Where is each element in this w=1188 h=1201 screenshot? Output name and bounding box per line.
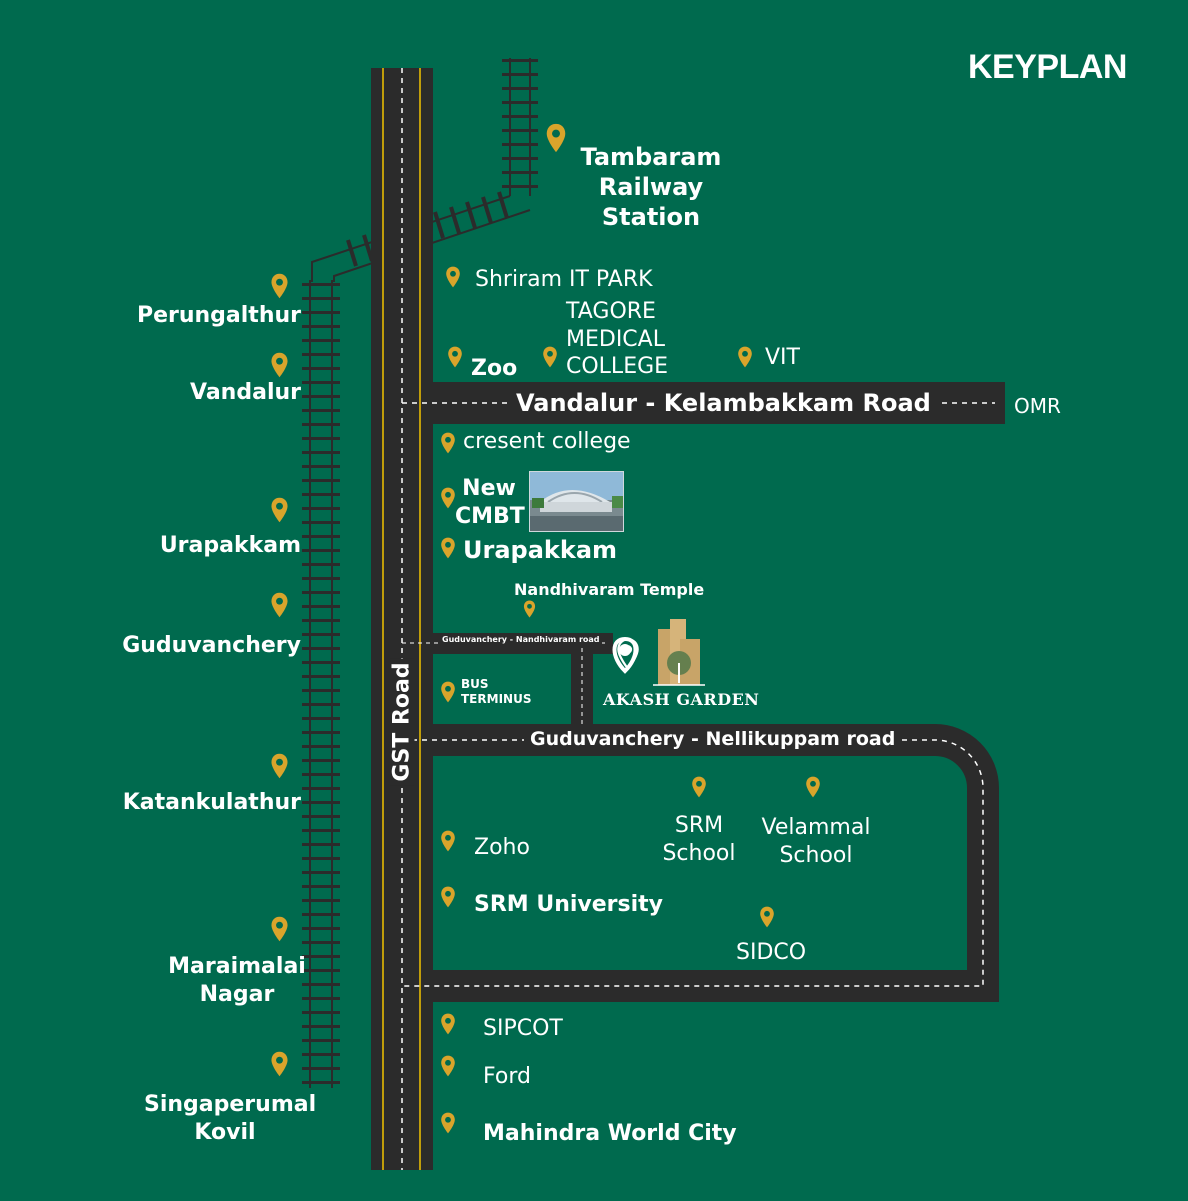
omr-label: OMR [1014,394,1061,418]
station-pin-perungalthur-icon [270,273,288,299]
location-pin-icon [617,638,639,670]
vandalur-kelambakkam-road-label: Vandalur - Kelambakkam Road [510,391,937,415]
landmark-label-urapakkam: Urapakkam [463,536,618,564]
landmark-pin-ford-icon [441,1055,455,1077]
station-pin-vandalur-icon [270,352,288,378]
station-label-guduvanchery: Guduvanchery [122,633,301,658]
landmark-pin-mahindra-icon [441,1112,455,1134]
landmark-label-crescent: cresent college [463,429,631,454]
landmark-pin-nandhivaram-temple-icon [523,600,535,618]
landmark-label-zoo: Zoo [471,356,518,381]
landmark-label-new-cmbt: New CMBT [455,476,525,529]
station-pin-maraimalai-nagar-icon [270,916,288,942]
gst-road [371,68,433,1170]
station-label-urapakkam: Urapakkam [159,533,301,558]
landmark-label-tagore: TAGORE MEDICAL COLLEGE [566,299,669,379]
guduvanchery-nellikuppam-road [402,724,999,1002]
new-cmbt-photo [529,471,624,532]
landmark-label-nandhivaram-temple: Nandhivaram Temple [514,580,705,599]
station-pin-guduvanchery-icon [270,592,288,618]
station-label-singaperumal-kovil: Singaperumal Kovil [144,1092,317,1145]
landmark-pin-bus-terminus-icon [441,681,455,703]
landmark-label-bus-terminus: BUS TERMINUS [461,677,532,706]
landmark-label-ford: Ford [483,1064,531,1089]
landmark-pin-tagore-icon [543,346,557,368]
landmark-label-sidco: SIDCO [736,940,807,965]
landmark-pin-tambaram-icon [546,123,566,153]
tambaram-railway [311,58,538,282]
landmark-pin-zoho-icon [441,830,455,852]
landmark-pin-vit-icon [738,346,752,368]
station-label-maraimalai-nagar: Maraimalai Nagar [168,954,306,1007]
landmark-pin-velammal-icon [806,776,820,798]
landmark-label-zoho: Zoho [474,835,530,860]
landmark-label-vit: VIT [765,345,800,370]
landmark-pin-srm-university-icon [441,886,455,908]
landmark-label-velammal: Velammal School [761,815,871,868]
landmark-pin-sidco-icon [760,906,774,928]
landmark-pin-crescent-icon [441,432,455,454]
gst-road-label: GST Road [389,658,415,786]
landmark-pin-new-cmbt-icon [441,487,455,509]
landmark-pin-zoo-icon [448,346,462,368]
guduvanchery-nellikuppam-road-label: Guduvanchery - Nellikuppam road [524,730,902,749]
station-pin-urapakkam-icon [270,497,288,523]
landmark-pin-sipcot-icon [441,1013,455,1035]
guduvanchery-nandhivaram-road-label: Guduvanchery - Nandhivaram road [440,635,602,644]
station-label-perungalthur: Perungalthur [136,303,301,328]
landmark-label-sipcot: SIPCOT [483,1016,563,1041]
landmark-label-tambaram: Tambaram Railway Station [580,143,722,231]
page-title: KEYPLAN [968,48,1127,86]
station-label-vandalur: Vandalur [190,380,301,405]
landmark-label-shriram: Shriram IT PARK [475,267,653,292]
main-railway [302,280,340,1088]
landmark-label-srm-university: SRM University [474,892,664,917]
landmark-pin-srm-school-icon [692,776,706,798]
landmark-label-srm-school: SRM School [662,813,736,866]
station-label-katankulathur: Katankulathur [122,790,301,815]
station-pin-katankulathur-icon [270,753,288,779]
station-pin-singaperumal-kovil-icon [270,1051,288,1077]
landmark-pin-shriram-icon [446,266,460,288]
landmark-label-mahindra: Mahindra World City [483,1121,737,1146]
akash-garden-name: AKASH GARDEN [603,690,760,709]
landmark-pin-urapakkam-icon [441,537,455,559]
